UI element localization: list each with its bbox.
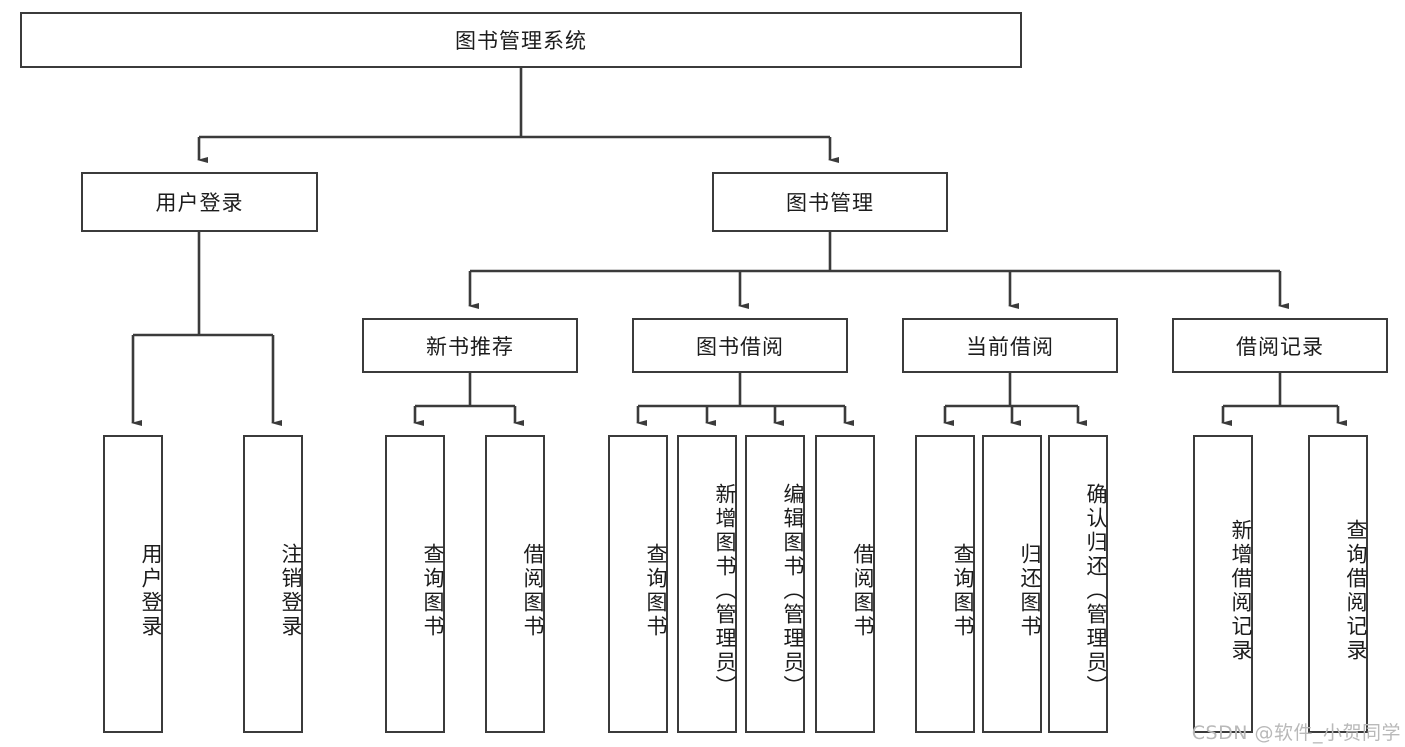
leaf-borrow-add-book[interactable]: 新增图书（管理员） [677, 435, 737, 733]
leaf-record-add[interactable]: 新增借阅记录 [1193, 435, 1253, 733]
leaf-current-query-book-label: 查询图书 [951, 543, 975, 639]
node-book-management[interactable]: 图书管理 [712, 172, 948, 232]
leaf-current-query-book[interactable]: 查询图书 [915, 435, 975, 733]
leaf-borrow-edit-book-label: 编辑图书（管理员） [781, 483, 805, 699]
node-root-system-label: 图书管理系统 [455, 29, 587, 53]
leaf-user-login-logout-label: 注销登录 [279, 543, 303, 639]
node-new-book-recommend[interactable]: 新书推荐 [362, 318, 578, 373]
leaf-borrow-query-book-label: 查询图书 [644, 543, 668, 639]
node-borrow-record[interactable]: 借阅记录 [1172, 318, 1388, 373]
leaf-new-book-borrow[interactable]: 借阅图书 [485, 435, 545, 733]
node-borrow-record-label: 借阅记录 [1236, 334, 1324, 359]
leaf-borrow-borrow-book[interactable]: 借阅图书 [815, 435, 875, 733]
leaf-current-return-book-label: 归还图书 [1018, 543, 1042, 639]
watermark-text: CSDN @软件_小贺同学 [1191, 722, 1401, 744]
leaf-borrow-borrow-book-label: 借阅图书 [851, 543, 875, 639]
leaf-record-query-label: 查询借阅记录 [1344, 519, 1368, 663]
node-book-borrow-label: 图书借阅 [696, 334, 784, 359]
leaf-current-confirm-return-label: 确认归还（管理员） [1084, 483, 1108, 699]
node-current-borrow-label: 当前借阅 [966, 334, 1054, 359]
node-book-borrow[interactable]: 图书借阅 [632, 318, 848, 373]
leaf-record-query[interactable]: 查询借阅记录 [1308, 435, 1368, 733]
leaf-user-login-logout[interactable]: 注销登录 [243, 435, 303, 733]
leaf-current-confirm-return[interactable]: 确认归还（管理员） [1048, 435, 1108, 733]
leaf-current-return-book[interactable]: 归还图书 [982, 435, 1042, 733]
leaf-borrow-add-book-label: 新增图书（管理员） [713, 483, 737, 699]
leaf-user-login-login[interactable]: 用户登录 [103, 435, 163, 733]
leaf-record-add-label: 新增借阅记录 [1229, 519, 1253, 663]
leaf-new-book-query[interactable]: 查询图书 [385, 435, 445, 733]
node-root-system[interactable]: 图书管理系统 [20, 12, 1022, 68]
node-user-login-label: 用户登录 [155, 191, 244, 215]
node-book-management-label: 图书管理 [786, 191, 874, 215]
leaf-new-book-borrow-label: 借阅图书 [521, 543, 545, 639]
leaf-borrow-edit-book[interactable]: 编辑图书（管理员） [745, 435, 805, 733]
node-new-book-recommend-label: 新书推荐 [426, 334, 514, 359]
leaf-borrow-query-book[interactable]: 查询图书 [608, 435, 668, 733]
node-current-borrow[interactable]: 当前借阅 [902, 318, 1118, 373]
leaf-new-book-query-label: 查询图书 [421, 543, 445, 639]
leaf-user-login-login-label: 用户登录 [139, 543, 163, 639]
node-user-login[interactable]: 用户登录 [81, 172, 318, 232]
